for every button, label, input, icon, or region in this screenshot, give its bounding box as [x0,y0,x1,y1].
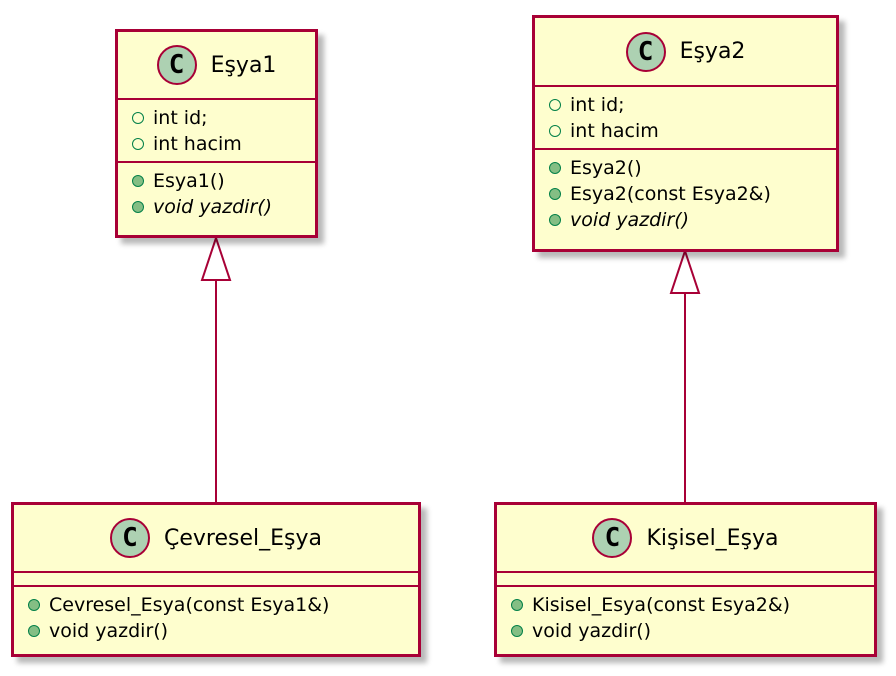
method-text: void yazdir() [570,209,690,231]
methods-section: Esya2() Esya2(const Esya2&) void yazdir(… [535,150,836,237]
method-row: void yazdir() [132,194,315,220]
class-esya2[interactable]: C Eşya2 int id; int hacim Esya2() Esya2(… [532,15,839,252]
public-field-icon [132,112,144,124]
public-field-icon [132,138,144,150]
class-header: C Kişisel_Eşya [497,505,874,573]
class-c-icon: C [110,518,150,558]
class-cevresel-esya[interactable]: C Çevresel_Eşya Cevresel_Esya(const Esya… [11,502,421,657]
public-method-icon [549,214,561,226]
class-header: C Eşya1 [118,32,315,100]
attribute-text: int id; [570,94,625,116]
attribute-text: int id; [153,107,208,129]
class-esya1[interactable]: C Eşya1 int id; int hacim Esya1() void y… [115,29,318,238]
attributes-section [497,573,874,587]
attributes-section: int id; int hacim [535,87,836,150]
method-row: void yazdir() [511,618,874,644]
method-row: Esya1() [132,168,315,194]
public-method-icon [28,599,40,611]
class-name: Çevresel_Eşya [164,525,322,551]
inheritance-arrow-kisisel-to-esya2 [669,247,701,503]
attribute-row: int id; [549,92,836,118]
public-method-icon [132,201,144,213]
public-method-icon [28,625,40,637]
public-method-icon [549,188,561,200]
public-field-icon [549,125,561,137]
attribute-row: int hacim [132,131,315,157]
method-row: void yazdir() [28,618,418,644]
class-name: Kişisel_Eşya [646,525,779,551]
method-text: Esya2() [570,157,642,179]
class-kisisel-esya[interactable]: C Kişisel_Eşya Kisisel_Esya(const Esya2&… [494,502,877,657]
class-c-icon: C [625,31,666,72]
methods-section: Esya1() void yazdir() [118,163,315,224]
methods-section: Cevresel_Esya(const Esya1&) void yazdir(… [14,587,418,648]
method-row: void yazdir() [549,207,836,233]
methods-section: Kisisel_Esya(const Esya2&) void yazdir() [497,587,874,648]
method-text: Cevresel_Esya(const Esya1&) [49,594,330,616]
method-row: Esya2() [549,155,836,181]
method-row: Cevresel_Esya(const Esya1&) [28,592,418,618]
method-text: void yazdir() [153,196,273,218]
attribute-text: int hacim [570,120,659,142]
attribute-text: int hacim [153,133,242,155]
public-method-icon [511,625,523,637]
public-method-icon [549,162,561,174]
public-field-icon [549,99,561,111]
class-c-icon: C [156,45,197,85]
inheritance-arrow-cevresel-to-esya1 [200,234,232,503]
attributes-section [14,573,418,587]
attribute-row: int id; [132,105,315,131]
class-header: C Eşya2 [535,18,836,87]
method-text: void yazdir() [532,620,652,642]
attributes-section: int id; int hacim [118,100,315,163]
attribute-row: int hacim [549,118,836,144]
class-name: Eşya2 [679,39,746,64]
class-c-icon: C [592,518,633,558]
method-text: void yazdir() [49,620,169,642]
public-method-icon [511,599,523,611]
public-method-icon [132,175,144,187]
method-text: Kisisel_Esya(const Esya2&) [532,594,791,616]
class-header: C Çevresel_Eşya [14,505,418,573]
method-text: Esya2(const Esya2&) [570,183,771,205]
method-text: Esya1() [153,170,225,192]
method-row: Kisisel_Esya(const Esya2&) [511,592,874,618]
class-name: Eşya1 [210,52,277,78]
method-row: Esya2(const Esya2&) [549,181,836,207]
